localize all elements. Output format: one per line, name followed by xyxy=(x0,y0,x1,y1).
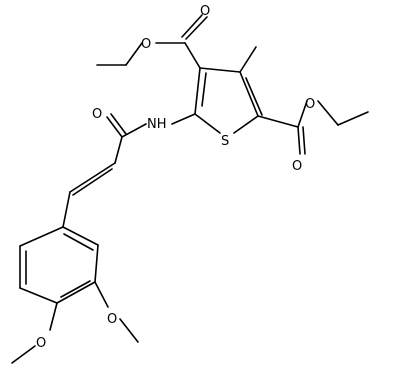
atom-label-o7: O xyxy=(36,336,46,351)
benzene-ring xyxy=(19,226,99,304)
atom-label-o1: O xyxy=(200,4,210,19)
atom-label-nh: NH xyxy=(147,117,167,132)
atom-label-o4: O xyxy=(292,159,302,174)
atom-label-s: S xyxy=(221,134,229,149)
atom-label-o6: O xyxy=(107,312,117,327)
ester-right xyxy=(257,100,369,155)
methyl-group xyxy=(239,46,257,73)
methoxy-groups xyxy=(11,281,139,364)
atom-label-o3: O xyxy=(305,97,315,112)
amide-linker xyxy=(62,113,196,228)
atom-label-o5: O xyxy=(92,107,102,122)
atom-label-o2: O xyxy=(141,37,151,52)
thiophene-ring xyxy=(194,67,263,134)
ester-top-left xyxy=(96,14,208,69)
